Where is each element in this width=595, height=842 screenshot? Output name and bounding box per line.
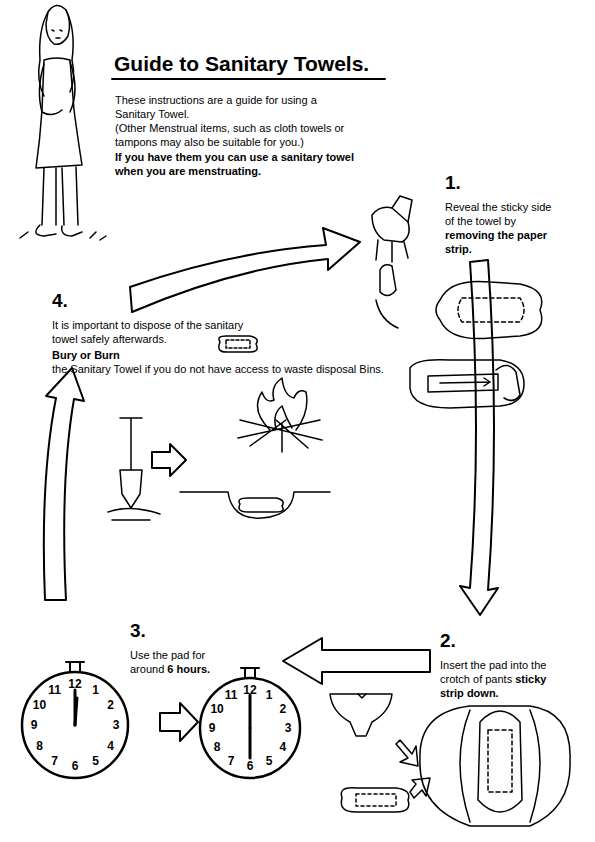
clock-digit: 9 [209, 722, 216, 734]
clock-end [200, 668, 300, 778]
clock-digit: 5 [92, 755, 99, 767]
clock-digit: 8 [214, 741, 221, 753]
peel-strip-illustration [372, 196, 542, 408]
instruction-text: removing the paper strip. [445, 229, 547, 255]
fire-illustration [238, 378, 322, 452]
clock-digit: 4 [107, 740, 114, 752]
cycle-arrow [44, 368, 84, 600]
text-block: It is important to dispose of the sanita… [52, 318, 252, 346]
step-number-block: 3. [130, 620, 190, 642]
clock-digit: 1 [92, 684, 99, 696]
instruction-text: Reveal the sticky side of the towel by [445, 201, 551, 227]
text-block: Reveal the sticky side of the towel by r… [445, 200, 555, 256]
step-number-block: 1. [445, 172, 505, 194]
cycle-arrow [460, 260, 498, 615]
instruction-text: (Other Menstrual items, such as cloth to… [115, 122, 344, 148]
instruction-text: These instructions are a guide for using… [115, 94, 317, 120]
step-number-block: 2. [440, 630, 500, 652]
text-block: If you have them you can use a sanitary … [115, 150, 355, 178]
clock-digit: 9 [31, 719, 38, 731]
title-underline [112, 78, 385, 80]
small-arrow [160, 703, 198, 741]
text-block: Insert the pad into the crotch of pants … [440, 658, 570, 700]
instruction-text: Bury or Burn [52, 349, 120, 361]
clock-digit: 10 [210, 703, 223, 715]
instruction-text: If you have them you can use a sanitary … [115, 151, 354, 177]
clock-digit: 3 [113, 719, 120, 731]
girl-figure [20, 5, 106, 240]
clock-digit: 8 [36, 740, 43, 752]
text-block: Use the pad for around 6 hours. [130, 648, 230, 676]
clock-digit: 3 [285, 722, 292, 734]
clock-digit: 10 [33, 699, 46, 711]
pad-icon [219, 336, 257, 352]
clock-digit: 2 [280, 703, 287, 715]
clock-digit: 7 [51, 755, 58, 767]
step-number: 1. [445, 172, 461, 193]
clock-digit: 12 [243, 684, 256, 696]
cycle-arrow [283, 638, 430, 684]
clock-digit: 6 [72, 760, 79, 772]
clock-digit: 11 [48, 684, 61, 696]
text-block: Bury or Burn the Sanitary Towel if you do… [52, 348, 412, 376]
step-number: 2. [440, 630, 456, 651]
clock-digit: 6 [247, 760, 254, 772]
clock-digit: 1 [266, 689, 273, 701]
buried-pad-illustration [180, 492, 330, 518]
clock-digit: 11 [225, 689, 238, 701]
step-number-block: 4. [52, 290, 112, 312]
title: Guide to Sanitary Towels. [114, 52, 369, 76]
pants-illustration [330, 694, 570, 826]
step-number: 4. [52, 290, 68, 311]
clock-digit: 12 [68, 678, 81, 690]
instruction-text: the Sanitary Towel if you do not have ac… [52, 363, 384, 375]
small-arrow [152, 444, 186, 476]
step-number: 3. [130, 620, 146, 641]
cycle-arrow [130, 228, 360, 312]
clock-digit: 5 [266, 755, 273, 767]
clock-digit: 7 [228, 755, 235, 767]
instruction-text: 6 hours. [167, 663, 210, 675]
text-block: These instructions are a guide for using… [115, 93, 355, 149]
instruction-text: It is important to dispose of the sanita… [52, 319, 243, 345]
clock-digit: 2 [107, 699, 114, 711]
clock-start [22, 662, 128, 778]
clock-digit: 4 [280, 741, 287, 753]
